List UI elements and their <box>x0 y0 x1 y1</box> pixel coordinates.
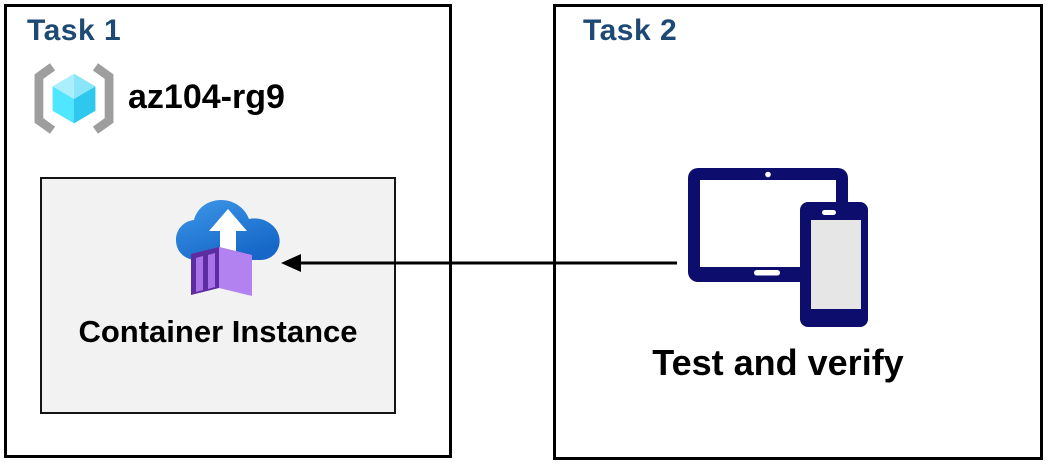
container-instance-label: Container Instance <box>78 314 358 349</box>
resource-group-icon <box>34 63 114 134</box>
container-instances-icon <box>176 200 280 296</box>
devices-icon <box>688 168 868 327</box>
arrow-task2-to-container-icon <box>281 254 677 272</box>
task2-title: Task 2 <box>583 14 678 47</box>
task1-title: Task 1 <box>27 14 122 47</box>
resource-group-name: az104-rg9 <box>128 78 285 116</box>
test-and-verify-label: Test and verify <box>652 342 904 383</box>
